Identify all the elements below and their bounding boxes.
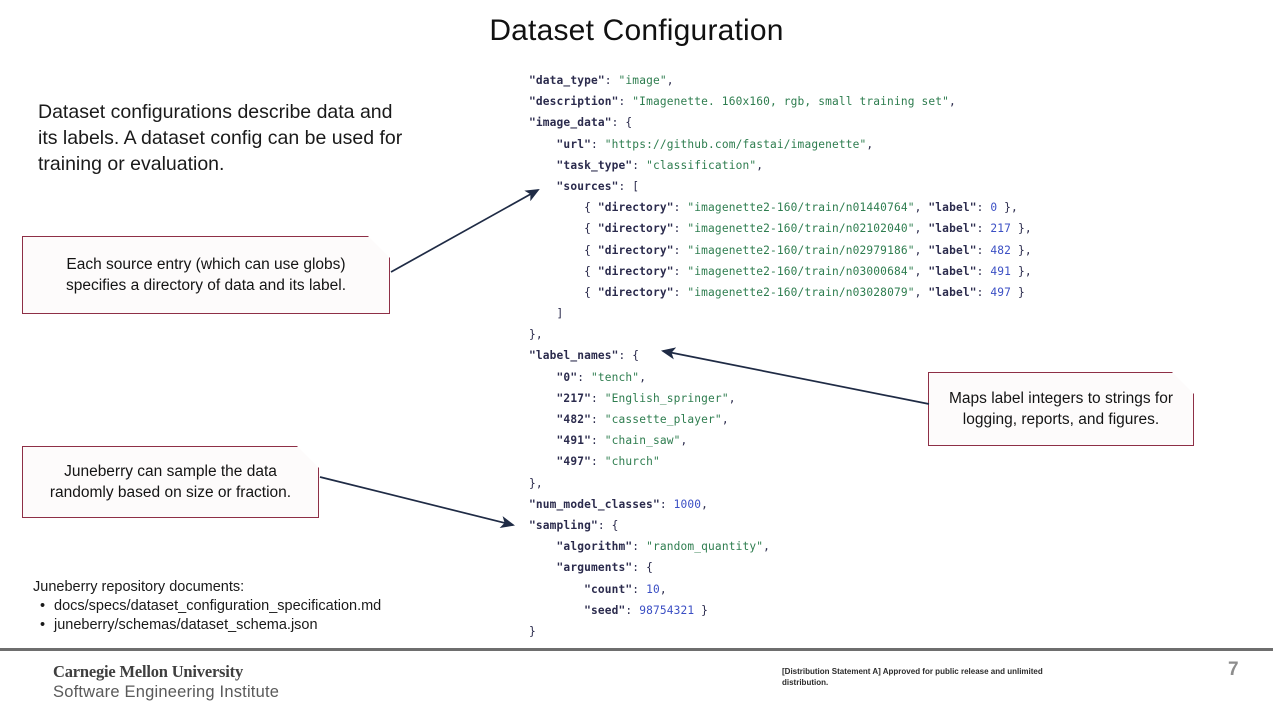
- json-line: "description": "Imagenette. 160x160, rgb…: [529, 95, 956, 109]
- repo-docs-list: Juneberry repository documents: • docs/s…: [33, 578, 381, 635]
- json-line: "491": "chain_saw",: [529, 434, 688, 448]
- callout-sampling: Juneberry can sample the data randomly b…: [22, 446, 319, 518]
- list-item: • juneberry/schemas/dataset_schema.json: [33, 616, 381, 635]
- json-line: ]: [529, 307, 564, 321]
- json-line: },: [529, 328, 543, 342]
- json-line: { "directory": "imagenette2-160/train/n0…: [529, 201, 1018, 215]
- json-line: "497": "church": [529, 455, 660, 469]
- footer-divider: [0, 648, 1273, 651]
- bullet-icon: •: [40, 598, 46, 614]
- json-line: }: [529, 624, 536, 638]
- json-line: "count": 10,: [529, 582, 667, 596]
- json-line: "sampling": {: [529, 518, 619, 532]
- json-line: { "directory": "imagenette2-160/train/n0…: [529, 264, 1032, 278]
- json-line: "arguments": {: [529, 561, 653, 575]
- json-line: "image_data": {: [529, 116, 633, 130]
- cmu-wordmark: Carnegie Mellon University: [53, 662, 244, 681]
- json-line: "num_model_classes": 1000,: [529, 497, 709, 511]
- arrow-to-sampling: [319, 476, 515, 528]
- json-line: "algorithm": "random_quantity",: [529, 540, 771, 554]
- json-line: "sources": [: [529, 179, 640, 193]
- page-number: 7: [1228, 659, 1239, 680]
- json-line: },: [529, 476, 543, 490]
- list-item-label: docs/specs/dataset_configuration_specifi…: [54, 598, 382, 614]
- callout-sources: Each source entry (which can use globs) …: [22, 236, 390, 314]
- page-title: Dataset Configuration: [489, 14, 784, 47]
- list-item: • docs/specs/dataset_configuration_speci…: [33, 597, 381, 616]
- callout-sampling-text: Juneberry can sample the data randomly b…: [49, 463, 292, 501]
- callout-label-names: Maps label integers to strings for loggi…: [928, 372, 1194, 446]
- bullet-icon: •: [40, 617, 46, 633]
- intro-paragraph: Dataset configurations describe data and…: [38, 101, 403, 175]
- json-line: { "directory": "imagenette2-160/train/n0…: [529, 222, 1032, 236]
- arrow-to-sources: [390, 189, 540, 273]
- json-line: "label_names": {: [529, 349, 640, 363]
- dataset-config-json: "data_type": "image", "description": "Ima…: [529, 70, 1032, 642]
- json-line: { "directory": "imagenette2-160/train/n0…: [529, 243, 1032, 257]
- json-line: "url": "https://github.com/fastai/imagen…: [529, 137, 874, 151]
- callout-sources-text: Each source entry (which can use globs) …: [65, 256, 346, 294]
- list-item-label: juneberry/schemas/dataset_schema.json: [54, 617, 318, 633]
- callout-label-names-text: Maps label integers to strings for loggi…: [949, 390, 1173, 428]
- sei-wordmark: Software Engineering Institute: [53, 683, 280, 701]
- json-line: { "directory": "imagenette2-160/train/n0…: [529, 285, 1025, 299]
- json-line: "task_type": "classification",: [529, 158, 764, 172]
- distribution-statement: [Distribution Statement A] Approved for …: [782, 667, 1043, 687]
- json-line: "482": "cassette_player",: [529, 413, 729, 426]
- repo-docs-heading: Juneberry repository documents:: [33, 579, 245, 595]
- json-line: "0": "tench",: [529, 370, 647, 384]
- json-line: "seed": 98754321 }: [529, 603, 709, 617]
- json-line: "data_type": "image",: [529, 74, 674, 87]
